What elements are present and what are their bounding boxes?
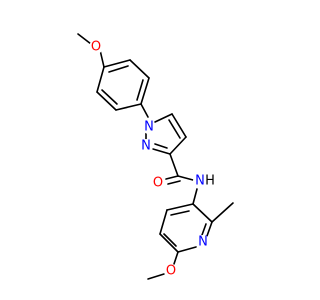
bond-benzene-2	[129, 59, 150, 79]
bond-pyrazole-c3-n2-double	[154, 143, 168, 149]
bond-benzene-6	[96, 66, 105, 93]
bond-methyl-oxygen-top	[77, 33, 92, 45]
atom-label-n-pyrazole-1: N	[144, 120, 154, 135]
bond-pyridine-c2-n1	[206, 221, 213, 237]
bond-nitrogen-pyridine	[192, 188, 198, 205]
bond-pyridine-c3-c2	[192, 203, 213, 223]
bond-pyrazole-c3-n2	[152, 148, 171, 155]
atom-label-o-methoxy-top: O	[91, 40, 101, 55]
atom-o-methoxy-top: O	[89, 40, 103, 55]
atom-n-pyridine: N	[196, 235, 210, 250]
bond-benzene-5	[96, 91, 117, 111]
bond-pyrazole-c5-c4	[171, 113, 187, 138]
bond-benzene-3	[140, 77, 150, 105]
atom-o-methoxy-bottom: O	[164, 264, 178, 279]
bond-carbonyl-double-2	[167, 180, 181, 185]
atom-label-h-amide: H	[205, 174, 215, 189]
bond-benzene-inner-2	[136, 79, 144, 101]
bond-pyridine-c4-c3	[166, 203, 194, 211]
bond-pyrazole-carbonyl	[169, 153, 179, 177]
bond-carbonyl-double-1	[165, 175, 179, 180]
atom-n-amide: N	[193, 174, 207, 189]
atom-label-layer: O N N O N H N O	[89, 40, 215, 279]
atom-n-pyrazole-2: N	[139, 139, 153, 154]
atom-n-pyrazole-1: N	[142, 120, 156, 135]
bond-pyridine-c2-n1-double	[201, 223, 207, 236]
atom-label-n-amide: N	[195, 174, 205, 189]
bond-pyridine-methyl	[211, 202, 234, 223]
bond-benzene-inner-3	[101, 89, 118, 105]
bond-pyridine-c4-c3-double	[170, 210, 190, 216]
bond-benzene-4	[115, 103, 142, 111]
bond-oxygen-aryl-top	[99, 49, 105, 68]
atom-o-carbonyl: O	[151, 176, 165, 191]
bond-pyridine-n1-c6	[177, 246, 197, 253]
bond-oxygen-methyl-bottom	[147, 273, 165, 280]
bond-benzene-inner-1	[108, 65, 129, 73]
bond-pyridine-c6-c5-double	[163, 233, 177, 247]
bond-pyridine-c6-c5	[159, 233, 179, 253]
bond-carbonyl-nitrogen	[177, 175, 194, 181]
bond-pyridine-c5-c4	[159, 209, 168, 235]
atom-label-n-pyrazole-2: N	[141, 139, 151, 154]
atom-label-n-pyridine: N	[198, 235, 208, 250]
bond-benzene-1	[103, 59, 131, 68]
bond-pyrazole-c5-c4-double	[168, 119, 181, 139]
atom-label-o-carbonyl: O	[153, 176, 163, 191]
bond-pyrazole-c4-c3	[169, 136, 187, 155]
bond-aryl-pyrazole	[140, 103, 149, 118]
atom-label-o-methoxy-bottom: O	[166, 264, 176, 279]
bond-pyridine-oxygen-bottom	[173, 251, 179, 265]
molecule-structure: O N N O N H N O	[77, 33, 234, 280]
atom-h-amide: H	[205, 174, 215, 189]
bond-pyrazole-n1-c5	[154, 113, 173, 123]
bond-layer	[77, 33, 234, 280]
